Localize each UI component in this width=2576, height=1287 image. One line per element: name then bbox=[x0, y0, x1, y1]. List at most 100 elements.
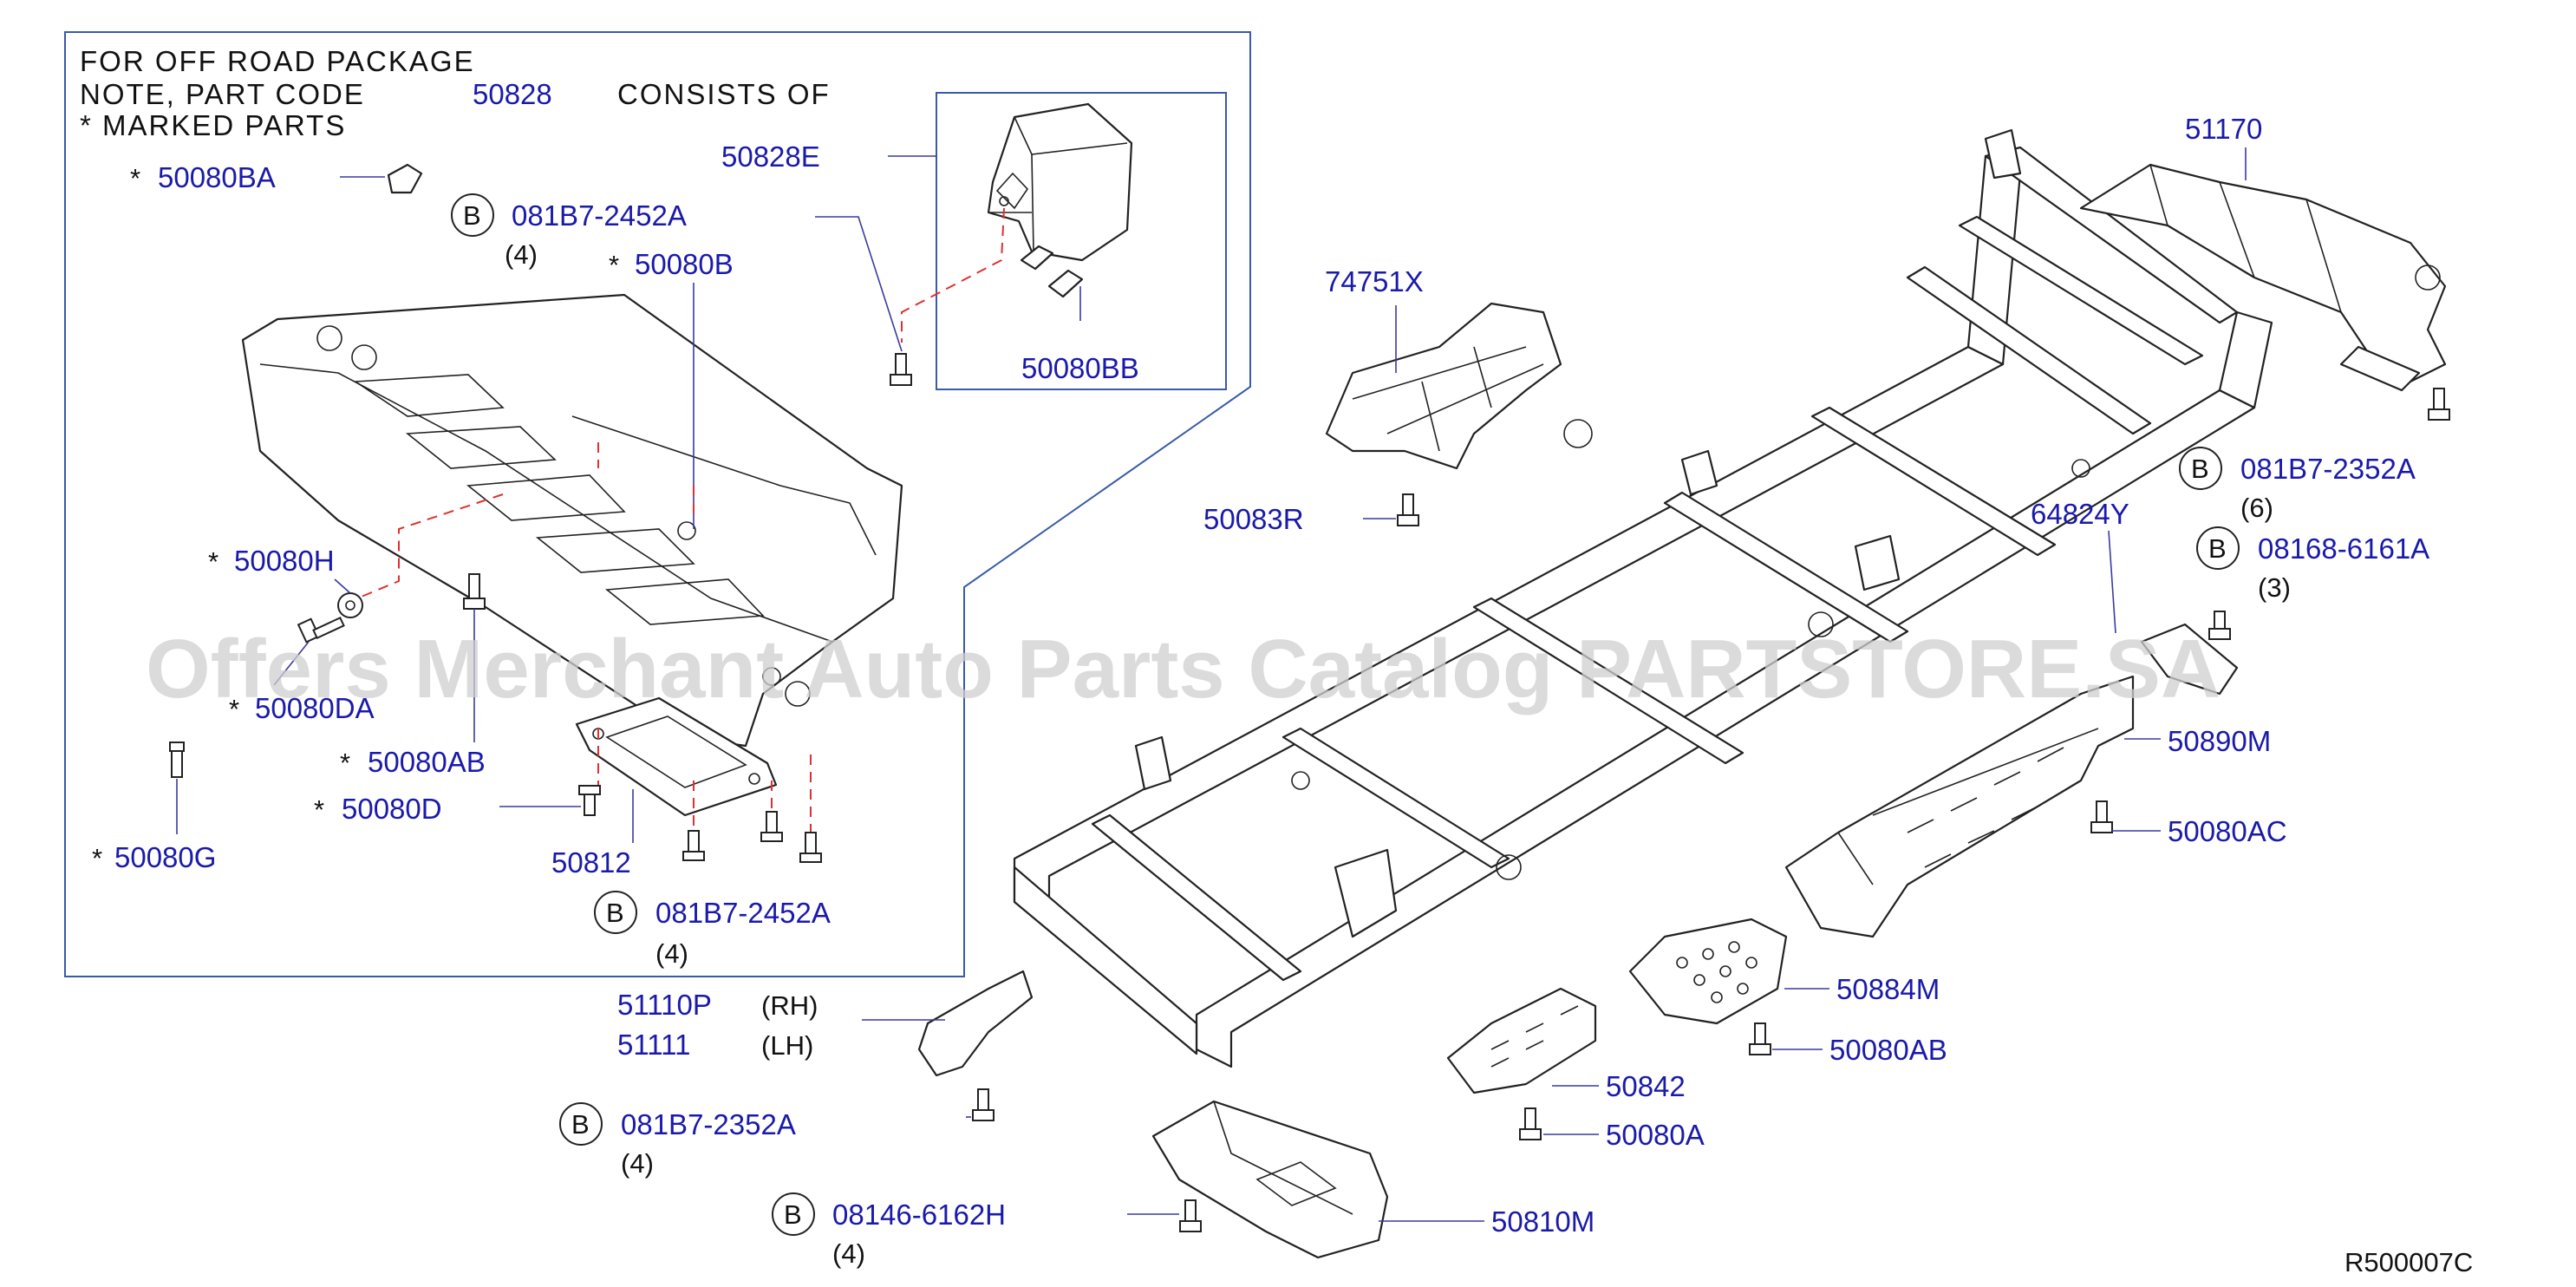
dash-50080H bbox=[346, 493, 504, 604]
bolt-51170 bbox=[2428, 388, 2450, 421]
crossmember-51170-drawing bbox=[2079, 163, 2447, 392]
bolt-08146-6162H bbox=[1179, 1199, 1202, 1232]
label-50080AC: 50080AC bbox=[2168, 815, 2287, 847]
label-081B7-2452A-bottom: 081B7-2452A bbox=[655, 897, 831, 929]
label-50080AB-left: 50080AB bbox=[368, 746, 486, 778]
star-50080AB-left: * bbox=[340, 748, 350, 778]
note-line-3: * MARKED PARTS bbox=[80, 109, 346, 141]
bolt-ref-letter-right-2: B bbox=[2208, 533, 2227, 564]
label-08146-6162H: 08146-6162H bbox=[832, 1199, 1006, 1231]
label-50080D: 50080D bbox=[342, 793, 442, 825]
heat-shield-74751X-drawing bbox=[1325, 302, 1562, 470]
star-50080DA: * bbox=[229, 694, 239, 724]
bolt-ref-letter-bottom-3: B bbox=[784, 1199, 802, 1230]
bolt-ref-circle-right-1 bbox=[2179, 447, 2222, 490]
skid-plate-50890M-drawing bbox=[1784, 675, 2135, 938]
label-50080AB-right: 50080AB bbox=[1829, 1034, 1947, 1066]
label-081B7-2352A-right: 081B7-2352A bbox=[2240, 453, 2416, 485]
bolt-50080AB-right bbox=[1749, 1022, 1771, 1055]
washer-50080H bbox=[337, 592, 363, 618]
bolt-ref-letter-bottom: B bbox=[606, 898, 624, 928]
note-line-2a: NOTE, PART CODE bbox=[80, 78, 365, 110]
bracket-50828E-drawing bbox=[987, 102, 1133, 262]
leader-50080DA bbox=[273, 641, 310, 686]
bolt-inset bbox=[890, 353, 912, 386]
qty-right-3: (3) bbox=[2258, 572, 2291, 603]
label-64824Y: 64824Y bbox=[2031, 498, 2129, 530]
bolt-ref-letter-top: B bbox=[463, 200, 481, 231]
bolt-ref-circle-bottom bbox=[594, 891, 637, 934]
label-081B7-2352A-bottom: 081B7-2352A bbox=[621, 1108, 796, 1140]
dash-skid-bottom bbox=[597, 728, 812, 833]
qty-right-6: (6) bbox=[2240, 493, 2273, 523]
label-50812: 50812 bbox=[551, 846, 631, 879]
label-50083R: 50083R bbox=[1203, 503, 1304, 535]
bolt-ref-circle-bottom-3 bbox=[772, 1192, 815, 1236]
label-50080BB: 50080BB bbox=[1021, 352, 1139, 384]
label-50890M: 50890M bbox=[2168, 725, 2271, 757]
skid-plate-50080-drawing bbox=[241, 293, 903, 748]
label-50080G: 50080G bbox=[114, 841, 216, 873]
qty-bottom-2: (4) bbox=[621, 1148, 654, 1179]
bolts-skid-bottom bbox=[682, 811, 822, 863]
label-08168-6161A: 08168-6161A bbox=[2258, 532, 2429, 565]
note-part-code: 50828 bbox=[473, 78, 552, 110]
bolt-ref-circle-bottom-2 bbox=[559, 1102, 603, 1146]
plate-50842-drawing bbox=[1446, 987, 1597, 1094]
chassis-frame-drawing bbox=[1013, 128, 2273, 1068]
label-50884M: 50884M bbox=[1836, 973, 1940, 1005]
star-50080B: * bbox=[609, 250, 619, 280]
label-50828E: 50828E bbox=[721, 140, 820, 173]
label-50080H: 50080H bbox=[234, 545, 335, 577]
dash-line-bracket bbox=[901, 207, 1005, 343]
star-50080D: * bbox=[314, 794, 324, 825]
label-51170: 51170 bbox=[2185, 113, 2262, 145]
bolt-08168 bbox=[2208, 611, 2231, 640]
bolt-ref-letter-bottom-2: B bbox=[571, 1109, 590, 1140]
plate-50810M-drawing bbox=[1151, 1100, 1389, 1259]
bolt-50083R bbox=[1397, 493, 1419, 526]
bolt-081B7-2352A-bottom bbox=[972, 1088, 995, 1121]
bolt-50080D bbox=[578, 785, 601, 816]
label-lh: (LH) bbox=[761, 1030, 813, 1061]
bolt-50080AC bbox=[2090, 800, 2113, 833]
pad-50080BA-drawing bbox=[387, 163, 423, 194]
label-50810M: 50810M bbox=[1491, 1205, 1595, 1238]
bolt-50080A bbox=[1519, 1107, 1542, 1140]
bolt-ref-letter-right-1: B bbox=[2191, 454, 2209, 484]
label-50080BA: 50080BA bbox=[158, 161, 276, 193]
plate-50884M-drawing bbox=[1628, 918, 1788, 1025]
note-line-2c: CONSISTS OF bbox=[617, 78, 831, 110]
bracket-51110P-drawing bbox=[917, 970, 1034, 1077]
label-50080A: 50080A bbox=[1606, 1119, 1705, 1151]
bracket-64824Y-drawing bbox=[2140, 623, 2239, 696]
bolt-ref-circle-top bbox=[451, 193, 494, 237]
bolt-50080G bbox=[169, 741, 185, 778]
qty-bottom-3: (4) bbox=[832, 1238, 865, 1269]
bolt-50080AB-left bbox=[463, 573, 486, 610]
qty-bottom: (4) bbox=[655, 938, 688, 969]
label-081B7-2452A-top: 081B7-2452A bbox=[512, 199, 687, 232]
star-50080G: * bbox=[92, 843, 102, 873]
star-50080H: * bbox=[208, 546, 218, 577]
off-road-package-boundary bbox=[64, 31, 1251, 977]
bracket-inset-box bbox=[936, 92, 1227, 390]
label-50080B: 50080B bbox=[635, 248, 734, 280]
bolt-50080DA bbox=[297, 616, 345, 644]
clip-50080BB-drawing bbox=[1020, 245, 1084, 298]
label-51110P: 51110P bbox=[617, 989, 712, 1021]
note-line-1: FOR OFF ROAD PACKAGE bbox=[80, 45, 475, 77]
reference-code: R500007C bbox=[2344, 1247, 2473, 1277]
star-50080BA: * bbox=[130, 163, 140, 193]
dash-skid-top bbox=[597, 442, 695, 520]
label-50080DA: 50080DA bbox=[255, 692, 375, 724]
label-rh: (RH) bbox=[761, 990, 818, 1021]
leader-50080H bbox=[334, 578, 351, 594]
leader-64824Y bbox=[2108, 530, 2116, 634]
bolt-ref-circle-right-2 bbox=[2196, 526, 2240, 570]
qty-top: (4) bbox=[505, 239, 538, 270]
label-51111: 51111 bbox=[617, 1029, 690, 1061]
leader-bolt-inset bbox=[815, 216, 903, 352]
label-50842: 50842 bbox=[1606, 1070, 1686, 1102]
